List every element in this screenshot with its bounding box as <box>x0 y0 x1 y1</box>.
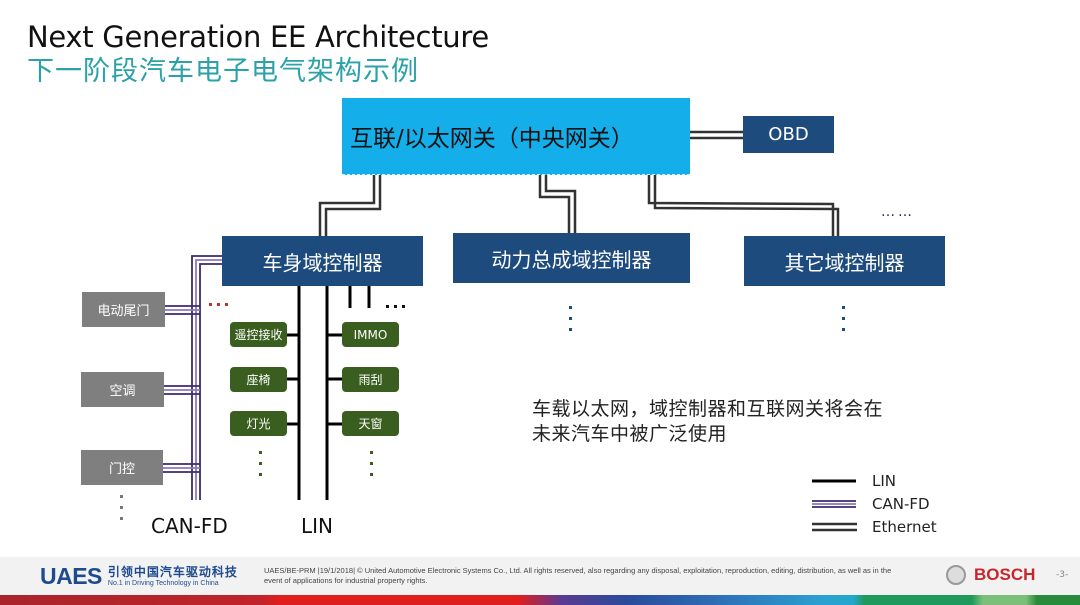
legend-lines <box>812 479 857 532</box>
other-domain-controller: 其它域控制器 <box>744 236 945 286</box>
lin-node-wiper: 雨刮 <box>342 367 399 392</box>
lin-node-remote-receiver: 遥控接收 <box>230 322 287 347</box>
lin-node-label: IMMO <box>353 327 388 342</box>
ethernet-line-gateway-other <box>647 175 840 236</box>
central-gateway-label: 互联/以太网关（中央网关） <box>350 126 634 152</box>
copyright-line-2: event of applications for industrial pro… <box>264 576 428 585</box>
lin-more-dots <box>386 305 405 308</box>
canfd-node-label: 电动尾门 <box>97 304 150 319</box>
powertrain-domain-controller-label: 动力总成域控制器 <box>491 247 652 272</box>
other-domain-controller-label: 其它域控制器 <box>784 250 905 275</box>
powertrain-domain-controller: 动力总成域控制器 <box>453 233 690 283</box>
obd-box: OBD <box>743 116 834 153</box>
uaes-logo: UAES <box>40 563 102 589</box>
lin-left-vertical-dots <box>259 451 262 484</box>
lin-node-sunroof: 天窗 <box>342 411 399 436</box>
ethernet-line-gateway-body <box>318 175 382 236</box>
legend-label: CAN-FD <box>872 494 930 513</box>
lin-node-label: 天窗 <box>358 417 383 431</box>
lin-node-label: 遥控接收 <box>234 328 283 342</box>
uaes-brand: UAES 引领中国汽车驱动科技 No.1 in Driving Technolo… <box>40 561 238 591</box>
canfd-node-door: 门控 <box>81 450 163 485</box>
lin-node-seat: 座椅 <box>230 367 287 392</box>
body-domain-controller-label: 车身域控制器 <box>262 250 383 275</box>
other-domain-vertical-dots <box>842 306 845 339</box>
canfd-bus-label: CAN-FD <box>151 514 228 538</box>
canfd-node-label: 空调 <box>109 384 136 399</box>
canfd-node-aircon: 空调 <box>81 372 164 407</box>
lin-bus-label: LIN <box>301 514 334 538</box>
footer-color-bar <box>0 595 1080 605</box>
powertrain-vertical-dots <box>569 306 572 339</box>
canfd-nodes-vertical-dots <box>120 495 123 528</box>
lin-node-lighting: 灯光 <box>230 411 287 436</box>
canfd-node-tailgate: 电动尾门 <box>82 292 165 327</box>
lin-node-label: 座椅 <box>246 373 271 387</box>
lin-bus <box>287 286 371 500</box>
page-title-english: Next Generation EE Architecture <box>27 20 489 54</box>
description-line-1: 车载以太网，域控制器和互联网关将会在 <box>532 398 884 420</box>
lin-node-immo: IMMO <box>342 322 399 347</box>
lin-node-label: 雨刮 <box>358 373 383 387</box>
ethernet-line-gateway-powertrain <box>538 175 577 233</box>
bosch-armature-icon <box>946 565 966 585</box>
copyright-line-1: UAES/BE-PRM |19/1/2018| © United Automot… <box>264 566 892 575</box>
legend-item-ethernet: Ethernet <box>855 515 937 538</box>
uaes-slogan-cn: 引领中国汽车驱动科技 <box>107 564 238 579</box>
legend-label: LIN <box>872 471 897 490</box>
bosch-logo: BOSCH <box>974 565 1036 584</box>
legend-label: Ethernet <box>872 517 937 536</box>
legend-item-canfd: CAN-FD <box>855 492 937 515</box>
more-domains-ellipsis: …… <box>881 204 915 220</box>
legend: LIN CAN-FD Ethernet <box>855 469 937 538</box>
legend-item-lin: LIN <box>855 469 937 492</box>
uaes-slogan-en: No.1 in Driving Technology in China <box>107 579 219 587</box>
canfd-node-label: 门控 <box>108 462 135 477</box>
body-domain-controller: 车身域控制器 <box>222 236 423 286</box>
copyright-text: UAES/BE-PRM |19/1/2018| © United Automot… <box>264 566 904 586</box>
description-line-2: 未来汽车中被广泛使用 <box>532 423 728 445</box>
footer <box>0 557 1080 595</box>
canfd-more-dots-red <box>209 303 228 306</box>
central-gateway-box: 互联/以太网关（中央网关） <box>342 98 690 175</box>
lin-right-vertical-dots <box>370 451 373 484</box>
lin-node-label: 灯光 <box>246 417 271 431</box>
page-title-chinese: 下一阶段汽车电子电气架构示例 <box>27 56 419 87</box>
canfd-bus <box>163 255 222 500</box>
uaes-slogans: 引领中国汽车驱动科技 No.1 in Driving Technology in… <box>108 565 238 588</box>
ethernet-line-gateway-obd <box>690 130 743 140</box>
obd-label: OBD <box>768 124 809 145</box>
page-number: -3- <box>1056 570 1069 580</box>
connection-lines <box>163 130 857 532</box>
description-text: 车载以太网，域控制器和互联网关将会在 未来汽车中被广泛使用 <box>532 397 883 447</box>
